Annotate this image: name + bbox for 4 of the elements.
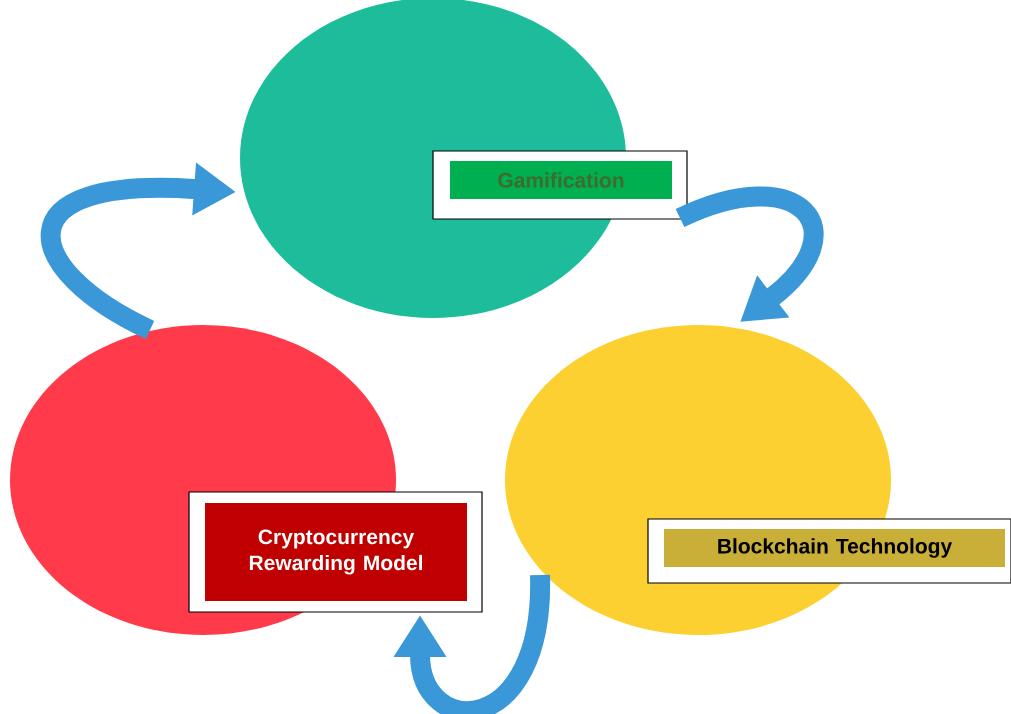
curved-arrow [393, 574, 550, 714]
label-box: Cryptocurrency Rewarding Model [188, 491, 483, 613]
label-box: Blockchain Technology [647, 518, 1011, 584]
label-box: Gamification [432, 150, 688, 220]
